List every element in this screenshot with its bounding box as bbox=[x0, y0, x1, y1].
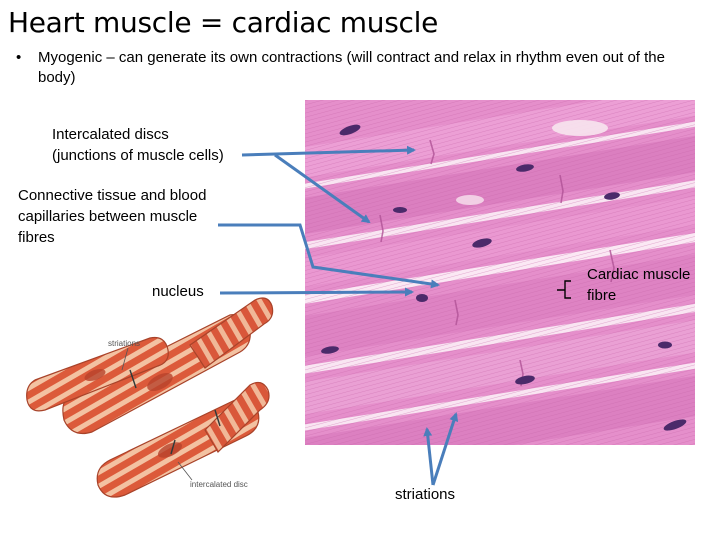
nucleus-arrow bbox=[219, 287, 414, 297]
label-striations-text: striations bbox=[395, 486, 456, 503]
label-intercalated-line2: (junctions of muscle cells) bbox=[52, 147, 224, 164]
slide-title: Heart muscle = cardiac muscle bbox=[8, 6, 438, 39]
intercalated-disc-arrow-1 bbox=[241, 145, 416, 157]
label-connective-line3: fibres bbox=[18, 229, 55, 246]
label-connective-tissue: Connective tissue and blood capillaries … bbox=[18, 185, 206, 248]
striations-pointer bbox=[121, 347, 129, 371]
fibre-bracket bbox=[557, 280, 571, 299]
label-nucleus-text: nucleus bbox=[152, 283, 204, 300]
label-connective-line2: capillaries between muscle bbox=[18, 208, 198, 225]
label-cardiac-muscle-fibre: Cardiac muscle fibre bbox=[587, 264, 690, 306]
label-intercalated-discs: Intercalated discs (junctions of muscle … bbox=[52, 124, 224, 166]
label-fibre-line2: fibre bbox=[587, 287, 617, 304]
bullet-text: Myogenic – can generate its own contract… bbox=[38, 49, 665, 86]
label-nucleus: nucleus bbox=[152, 281, 204, 302]
striations-arrow-2 bbox=[431, 412, 459, 486]
intercalated-disc-pointer bbox=[177, 461, 193, 481]
label-connective-line1: Connective tissue and blood bbox=[18, 187, 207, 204]
label-fibre-line1: Cardiac muscle bbox=[587, 266, 691, 283]
bullet-dot: • bbox=[16, 49, 22, 66]
label-striations: striations bbox=[395, 484, 455, 505]
intercalated-disc-arrow-2 bbox=[274, 153, 371, 224]
connective-tissue-arrow bbox=[218, 223, 440, 289]
label-intercalated-line1: Intercalated discs bbox=[52, 126, 169, 143]
model-label-intercalated-disc: intercalated disc bbox=[190, 480, 248, 489]
striations-arrow-1 bbox=[423, 427, 435, 486]
model-label-striations: striations bbox=[108, 339, 140, 348]
